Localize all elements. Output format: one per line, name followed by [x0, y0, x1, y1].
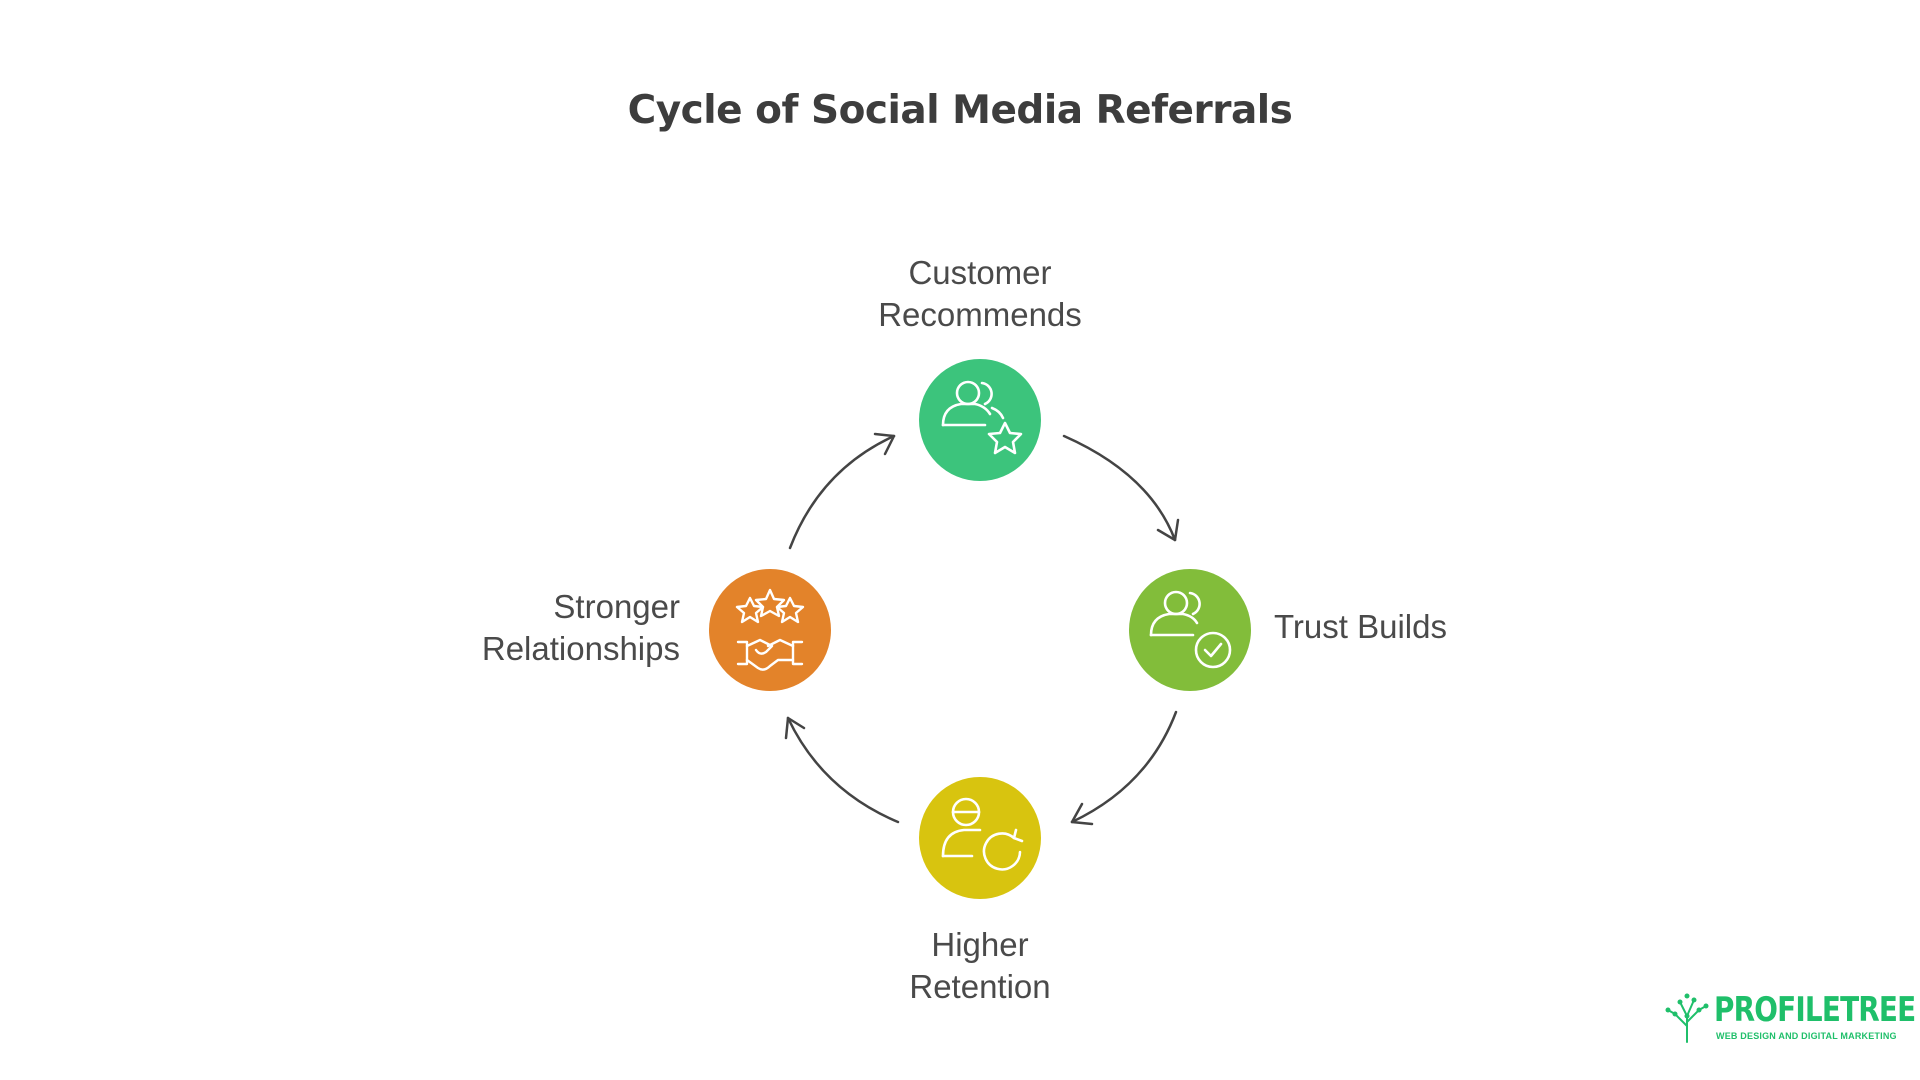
node-circle [1129, 569, 1251, 691]
node-circle [919, 777, 1041, 899]
label-stronger-relationships: Stronger Relationships [481, 588, 680, 667]
diagram-title: Cycle of Social Media Referrals [627, 88, 1293, 133]
users-star-icon [941, 380, 1023, 455]
label-customer-recommends: Customer Recommends [878, 254, 1082, 333]
node-trust-builds [1129, 569, 1251, 691]
node-higher-retention [919, 777, 1041, 899]
node-circle [709, 569, 831, 691]
stars-handshake-icon [735, 588, 805, 671]
arrow-right-to-bottom [1070, 710, 1178, 826]
arrow-left-to-top [788, 432, 896, 550]
users-check-icon [1149, 590, 1232, 669]
label-higher-retention: Higher Retention [909, 926, 1051, 1005]
node-circle [919, 359, 1041, 481]
arrow-bottom-to-left [784, 716, 900, 824]
tree-icon [1665, 993, 1709, 1043]
user-refresh-icon [941, 797, 1024, 871]
node-customer-recommends [919, 359, 1041, 481]
label-trust-builds: Trust Builds [1274, 608, 1447, 645]
arrow-top-to-right [1062, 434, 1180, 542]
logo-tagline: WEB DESIGN AND DIGITAL MARKETING [1716, 1031, 1897, 1041]
profiletree-logo: PROFILETREE WEB DESIGN AND DIGITAL MARKE… [1664, 990, 1916, 1050]
node-stronger-relationships [709, 569, 831, 691]
logo-name: PROFILETREE [1714, 990, 1916, 1030]
